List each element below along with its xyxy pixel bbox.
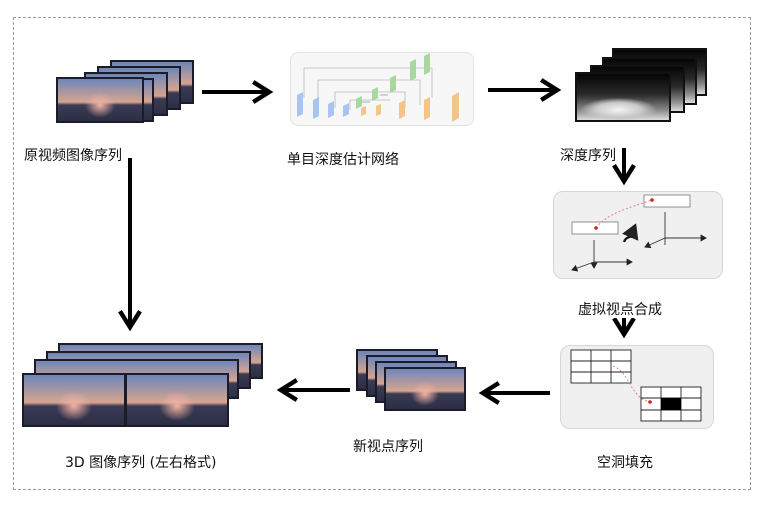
view-synthesis-sketch xyxy=(571,194,707,272)
label-new-view-sequence: 新视点序列 xyxy=(353,439,423,455)
label-hole-filling: 空洞填充 xyxy=(597,455,653,471)
right-view xyxy=(125,373,229,427)
depth-frame xyxy=(575,72,671,122)
hole-filling-grids xyxy=(570,349,702,422)
left-view xyxy=(22,373,126,427)
new-view-frame xyxy=(384,367,466,411)
diagram-border xyxy=(13,17,751,490)
label-view-synthesis: 虚拟视点合成 xyxy=(578,302,662,318)
label-source-sequence: 原视频图像序列 xyxy=(24,148,122,164)
label-depth-sequence: 深度序列 xyxy=(560,148,616,164)
source-grid xyxy=(570,349,632,384)
label-depth-network: 单目深度估计网络 xyxy=(287,152,399,168)
filled-hole-cell xyxy=(661,398,681,410)
label-stereo-sequence: 3D 图像序列 (左右格式) xyxy=(65,455,217,471)
depth-network-panel xyxy=(290,52,474,126)
stereo-frame-front xyxy=(22,373,229,427)
unet-diagram xyxy=(297,53,459,122)
source-frame xyxy=(56,77,144,123)
